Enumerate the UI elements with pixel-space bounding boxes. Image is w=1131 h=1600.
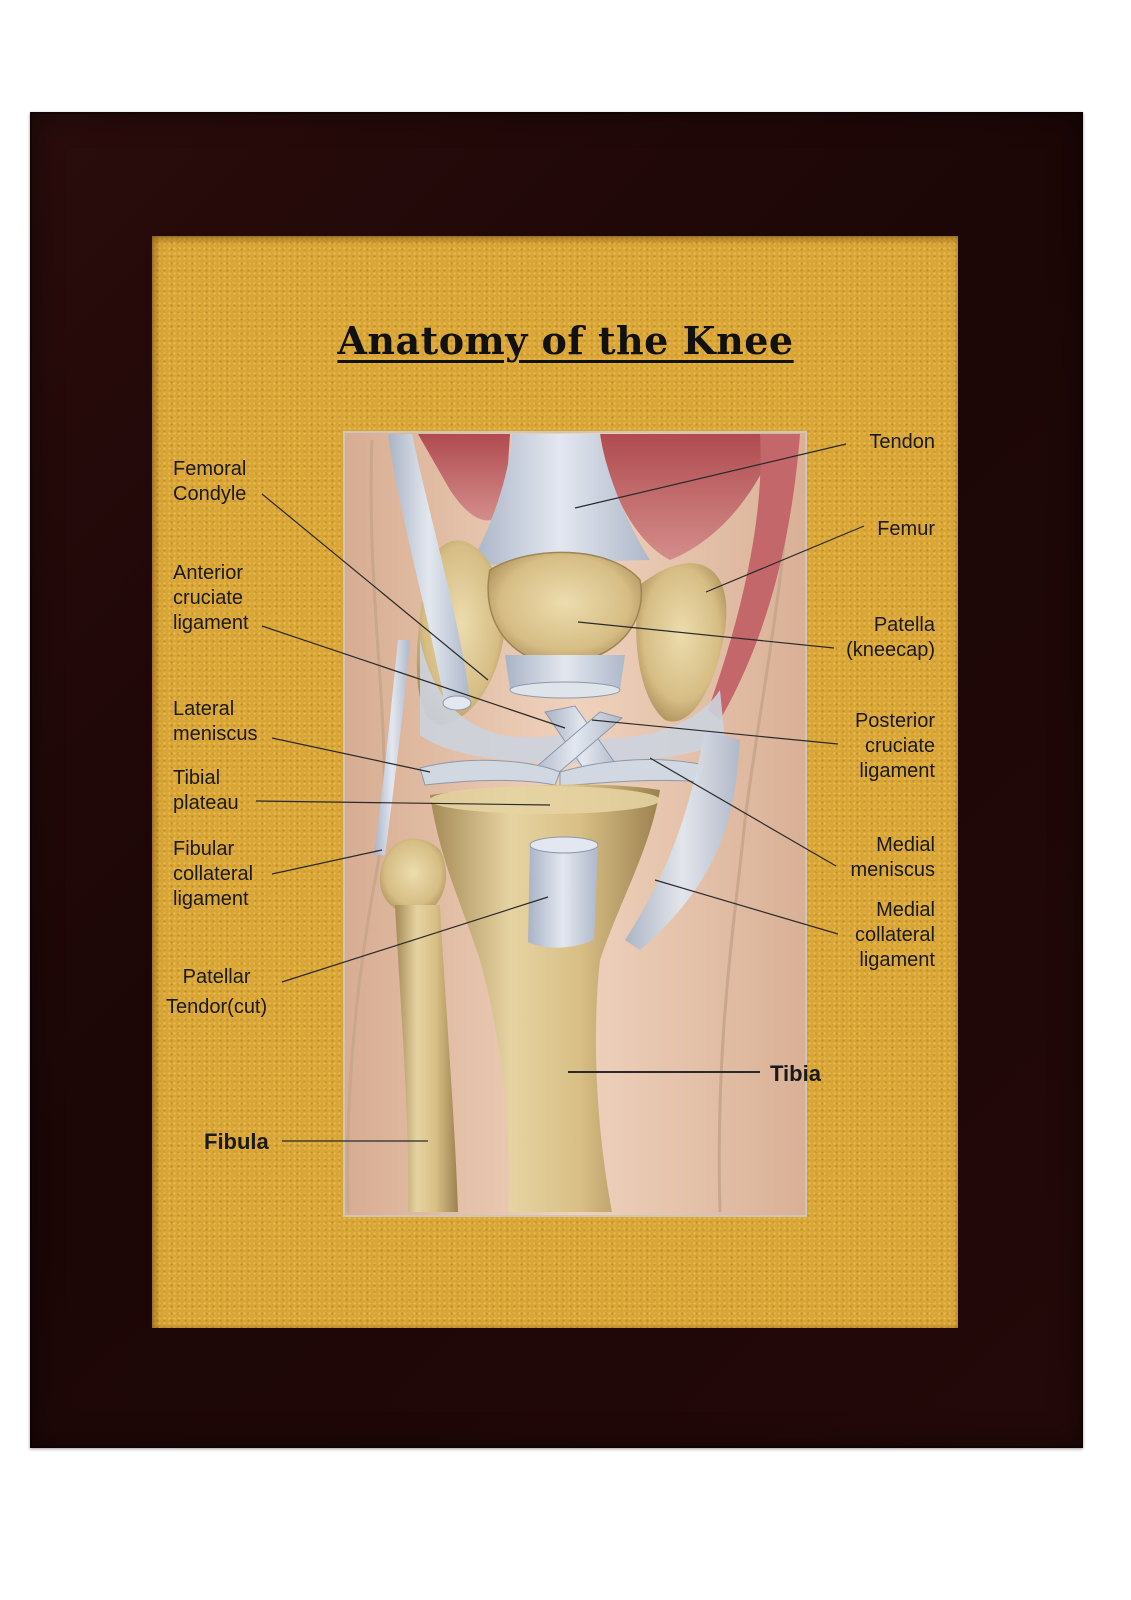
label-femur: Femur bbox=[877, 518, 935, 540]
femoral-condyle-medial bbox=[636, 563, 727, 722]
stump-bottom-cut-face bbox=[529, 836, 599, 854]
quadriceps-muscle-right bbox=[600, 434, 778, 560]
fibula-head bbox=[379, 838, 447, 915]
label-tibia: Tibia bbox=[770, 1061, 821, 1086]
leader-fibular-collateral bbox=[271, 849, 383, 875]
label-tendon: Tendon bbox=[869, 431, 935, 453]
leader-lateral-meniscus bbox=[271, 737, 431, 773]
fibular-collateral-ligament bbox=[374, 640, 410, 855]
label-patellar-tendon-cut: Patellar Tendor(cut) bbox=[166, 966, 268, 1018]
poster-title-text: Anatomy of the Knee bbox=[337, 318, 794, 363]
leader-medial-meniscus bbox=[649, 757, 837, 867]
band-cut-end bbox=[442, 695, 472, 711]
lateral-muscle-strip bbox=[708, 434, 800, 720]
quadriceps-muscle-left bbox=[418, 434, 510, 521]
poster-title: Anatomy of the Knee bbox=[0, 318, 1131, 363]
leader-anterior-cruciate bbox=[261, 625, 566, 729]
label-tibial-plateau: Tibial plateau bbox=[173, 767, 239, 814]
iliotibial-band bbox=[388, 434, 470, 705]
lateral-meniscus bbox=[419, 759, 561, 786]
label-posterior-cruciate-ligament: Posterior cruciate ligament bbox=[854, 710, 935, 782]
label-patella: Patella (kneecap) bbox=[846, 614, 935, 661]
leader-tibial-plateau bbox=[255, 800, 551, 806]
label-medial-meniscus: Medial meniscus bbox=[850, 834, 935, 881]
label-fibula: Fibula bbox=[204, 1129, 269, 1154]
leg-outline-left bbox=[345, 439, 386, 1213]
fibula-shaft bbox=[395, 905, 458, 1212]
leader-patella bbox=[577, 621, 835, 649]
stump-top-cut-face bbox=[509, 681, 621, 699]
medial-collateral-ligament bbox=[625, 730, 740, 950]
leader-tendon bbox=[574, 443, 847, 509]
leader-medial-collateral bbox=[654, 879, 839, 935]
label-medial-collateral-ligament: Medial collateral ligament bbox=[854, 899, 935, 971]
tibia-bone bbox=[430, 784, 660, 1212]
leader-femur bbox=[705, 525, 865, 593]
tibial-plateau-surface bbox=[430, 786, 660, 814]
leader-femoral-condyle bbox=[261, 493, 489, 681]
leg-outline-right bbox=[717, 439, 792, 1213]
label-fibular-collateral-ligament: Fibular collateral ligament bbox=[173, 838, 254, 910]
patellar-tendon-stump-bottom bbox=[528, 845, 598, 948]
label-lateral-meniscus: Lateral meniscus bbox=[173, 698, 258, 745]
patella bbox=[487, 551, 642, 666]
label-anterior-cruciate-ligament: Anterior cruciate ligament bbox=[173, 562, 249, 634]
leader-posterior-cruciate bbox=[591, 719, 839, 745]
quadriceps-tendon bbox=[470, 434, 650, 565]
leader-patellar-tendon bbox=[281, 896, 549, 983]
label-femoral-condyle: Femoral Condyle bbox=[173, 458, 247, 505]
